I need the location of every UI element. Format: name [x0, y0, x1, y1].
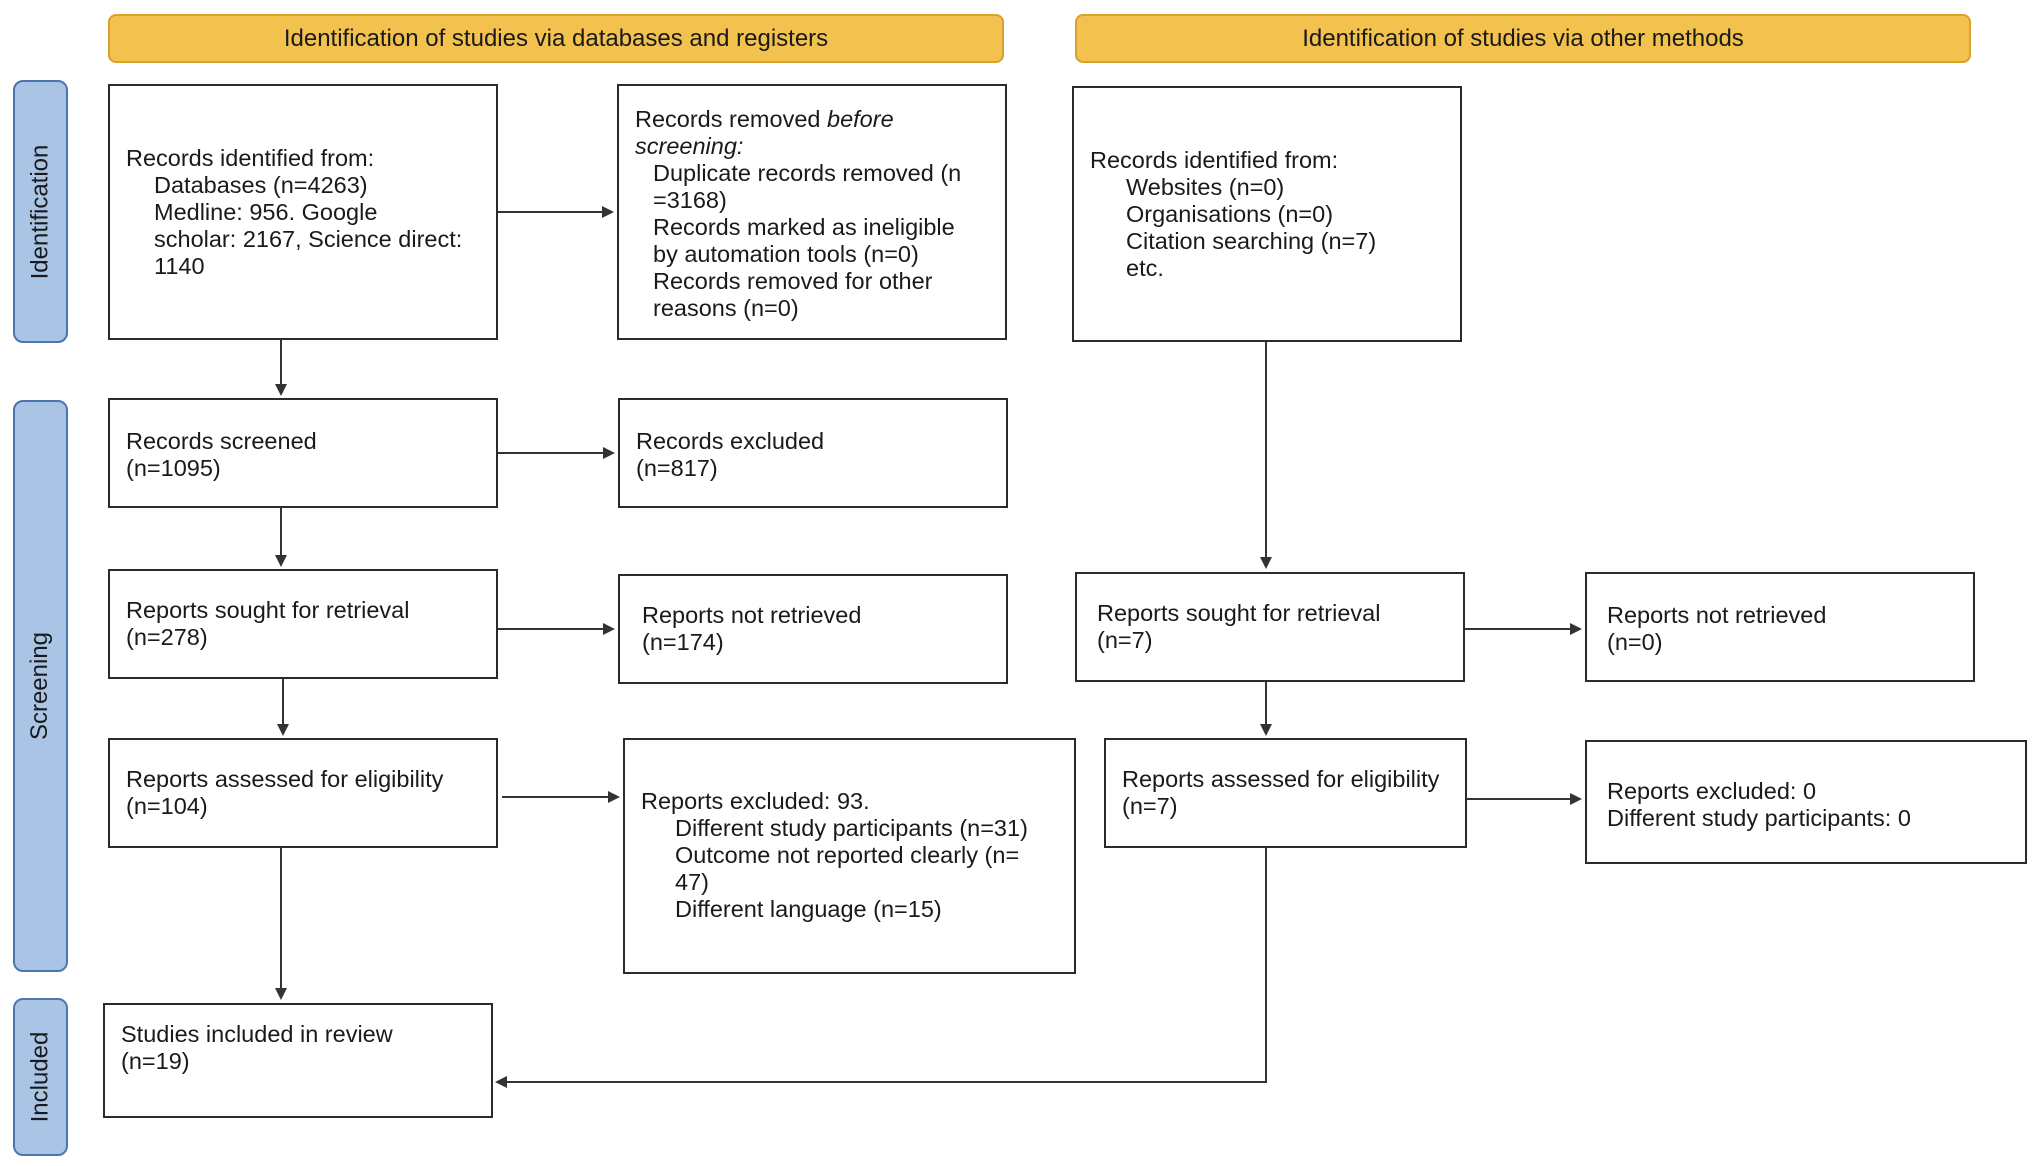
db-sought-count: (n=278): [126, 624, 208, 650]
db-removed-line: =3168): [653, 187, 727, 213]
db-removed-title-b: screening:: [635, 133, 744, 159]
other-sought-count: (n=7): [1097, 627, 1153, 653]
box-db-reports-not-retrieved: Reports not retrieved (n=174): [618, 574, 1008, 684]
other-not-retrieved-count: (n=0): [1607, 629, 1663, 655]
db-removed-line: Records removed for other: [653, 268, 933, 294]
db-reports-excluded-line: Different study participants (n=31): [675, 815, 1028, 841]
included-count: (n=19): [121, 1048, 190, 1074]
box-other-records-identified: Records identified from: Websites (n=0) …: [1072, 86, 1462, 342]
other-identified-title: Records identified from:: [1090, 146, 1339, 173]
db-not-retrieved-title: Reports not retrieved: [642, 602, 862, 628]
header-databases: Identification of studies via databases …: [108, 14, 1004, 63]
other-identified-line: Citation searching (n=7): [1126, 227, 1377, 254]
phase-screening: Screening: [13, 400, 68, 972]
db-reports-excluded-line: Outcome not reported clearly (n=: [675, 842, 1020, 868]
phase-identification: Identification: [13, 80, 68, 343]
box-other-reports-sought: Reports sought for retrieval (n=7): [1075, 572, 1465, 682]
box-other-reports-assessed: Reports assessed for eligibility (n=7): [1104, 738, 1467, 848]
box-db-records-screened: Records screened (n=1095): [108, 398, 498, 508]
box-db-records-removed: Records removed before screening: Duplic…: [617, 84, 1007, 340]
db-removed-line: by automation tools (n=0): [653, 241, 919, 267]
other-excluded-line: Different study participants: 0: [1607, 805, 1911, 831]
header-databases-label: Identification of studies via databases …: [283, 24, 829, 52]
included-title: Studies included in review: [121, 1021, 393, 1047]
box-other-reports-not-retrieved: Reports not retrieved (n=0): [1585, 572, 1975, 682]
db-identified-line: Medline: 956. Google: [154, 198, 378, 225]
other-identified-line: etc.: [1126, 254, 1164, 281]
db-reports-excluded-line: 47): [675, 869, 709, 895]
other-identified-line: Websites (n=0): [1126, 173, 1285, 200]
header-other-methods: Identification of studies via other meth…: [1075, 14, 1971, 63]
phase-included: Included: [13, 998, 68, 1156]
box-db-reports-excluded: Reports excluded: 93. Different study pa…: [623, 738, 1076, 974]
db-reports-excluded-line: Different language (n=15): [675, 896, 942, 922]
db-assessed-count: (n=104): [126, 793, 208, 819]
db-sought-title: Reports sought for retrieval: [126, 597, 410, 623]
header-other-label: Identification of studies via other meth…: [1302, 24, 1744, 52]
other-assessed-count: (n=7): [1122, 793, 1178, 819]
box-db-records-excluded: Records excluded (n=817): [618, 398, 1008, 508]
db-removed-title: Records removed before: [635, 106, 989, 133]
db-excluded-title: Records excluded: [636, 428, 825, 454]
db-reports-excluded-title: Reports excluded: 93.: [641, 788, 870, 814]
box-db-records-identified: Records identified from: Databases (n=42…: [108, 84, 498, 340]
db-removed-title-a: Records removed: [635, 106, 827, 132]
other-not-retrieved-title: Reports not retrieved: [1607, 602, 1827, 628]
box-db-reports-assessed: Reports assessed for eligibility (n=104): [108, 738, 498, 848]
db-identified-line: 1140: [154, 252, 205, 279]
db-removed-line: Records marked as ineligible: [653, 214, 955, 240]
arrow-other-assessed-to-included: [495, 848, 1267, 1088]
other-excluded-title: Reports excluded: 0: [1607, 778, 1817, 804]
db-identified-title: Records identified from:: [126, 144, 375, 171]
db-assessed-title: Reports assessed for eligibility: [126, 766, 444, 792]
other-assessed-title: Reports assessed for eligibility: [1122, 766, 1440, 792]
box-db-reports-sought: Reports sought for retrieval (n=278): [108, 569, 498, 679]
box-other-reports-excluded: Reports excluded: 0 Different study part…: [1585, 740, 2027, 864]
db-removed-line: Duplicate records removed (n: [653, 160, 962, 186]
other-sought-title: Reports sought for retrieval: [1097, 600, 1381, 626]
other-identified-line: Organisations (n=0): [1126, 200, 1334, 227]
db-excluded-count: (n=817): [636, 455, 718, 481]
db-not-retrieved-count: (n=174): [642, 629, 724, 655]
db-identified-line: Databases (n=4263): [154, 171, 368, 198]
db-removed-line: reasons (n=0): [653, 295, 799, 321]
box-studies-included: Studies included in review (n=19): [103, 1003, 493, 1118]
db-screened-count: (n=1095): [126, 455, 221, 481]
db-identified-line: scholar: 2167, Science direct:: [154, 225, 463, 252]
db-removed-title-em: before: [827, 106, 894, 132]
db-screened-title: Records screened: [126, 428, 317, 454]
